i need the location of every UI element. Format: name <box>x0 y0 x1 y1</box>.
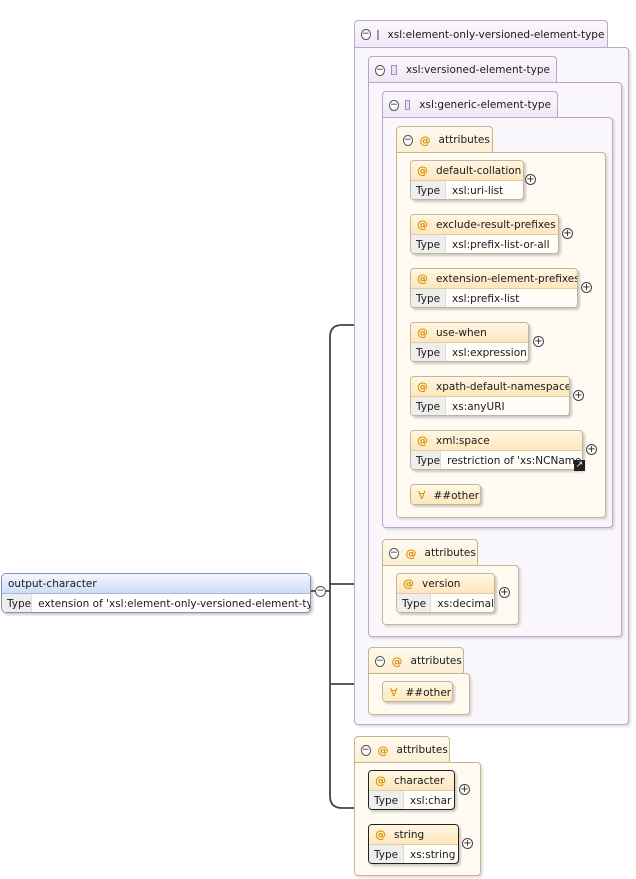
plus-circle-icon[interactable]: + <box>581 282 592 293</box>
attribute-type: xs:decimal <box>437 597 494 610</box>
group-outer-name: xsl:element-only-versioned-element-type <box>387 28 605 41</box>
main-element-box[interactable]: output-character Type extension of 'xsl:e… <box>1 573 311 613</box>
attribute-name: character <box>394 774 445 787</box>
attribute-type: xsl:prefix-list <box>452 292 520 305</box>
any-attribute-label: ##other <box>405 686 452 699</box>
group-generic-name: xsl:generic-element-type <box>419 99 551 111</box>
attribute-box[interactable]: @ xpath-default-namespace Type xs:anyURI <box>410 376 570 416</box>
attribute-name: default-collation <box>436 164 522 177</box>
arrow-link-icon[interactable]: ↗ <box>574 460 585 471</box>
type-label: Type <box>411 289 446 307</box>
minus-circle-icon[interactable]: − <box>361 29 371 40</box>
at-sign-icon: @ <box>375 774 386 787</box>
wildcard-icon: ∀ <box>418 489 426 502</box>
type-label: Type <box>411 397 446 415</box>
plus-circle-icon[interactable]: + <box>525 174 536 185</box>
group-versioned-tab[interactable]: − xsl:versioned-element-type <box>368 56 557 83</box>
plus-circle-icon[interactable]: + <box>462 838 473 849</box>
attribute-box[interactable]: @ xml:space Type restriction of 'xs:NCName… <box>410 430 583 470</box>
type-label: Type <box>411 181 446 199</box>
group-outer-tab[interactable]: − xsl:element-only-versioned-element-typ… <box>354 20 608 48</box>
square-icon <box>390 65 397 75</box>
attributes-label: attributes <box>410 655 462 667</box>
attributes-group-outer-tab[interactable]: − @ attributes <box>368 647 464 674</box>
at-sign-icon: @ <box>375 828 386 841</box>
any-attribute-box[interactable]: ∀ ##other <box>410 484 481 505</box>
attributes-label: attributes <box>424 547 476 559</box>
type-label: Type <box>411 235 446 253</box>
any-attribute-box[interactable]: ∀ ##other <box>382 681 453 702</box>
attribute-name: xpath-default-namespace <box>436 380 570 393</box>
type-label: Type <box>2 594 33 612</box>
attribute-type: xs:string <box>410 848 456 861</box>
minus-circle-icon[interactable]: − <box>389 547 399 559</box>
square-icon <box>404 100 411 110</box>
minus-circle-icon[interactable]: − <box>375 64 385 76</box>
at-sign-icon: @ <box>403 577 414 590</box>
type-label: Type <box>369 845 404 863</box>
at-sign-icon: @ <box>417 434 428 447</box>
attribute-box[interactable]: @ default-collation Type xsl:uri-list <box>410 160 524 200</box>
type-label: Type <box>397 594 432 612</box>
attributes-label: attributes <box>396 744 448 756</box>
attribute-name: use-when <box>436 326 487 339</box>
wildcard-icon: ∀ <box>390 686 398 699</box>
attribute-name: exclude-result-prefixes <box>436 218 556 231</box>
attributes-group-own-tab[interactable]: − @ attributes <box>354 736 450 763</box>
plus-circle-icon[interactable]: + <box>562 228 573 239</box>
attribute-box[interactable]: @ version Type xs:decimal <box>396 573 495 613</box>
square-icon <box>376 29 379 40</box>
attributes-group-versioned-tab[interactable]: − @ attributes <box>382 539 478 566</box>
at-sign-icon: @ <box>405 546 417 560</box>
minus-circle-icon[interactable]: − <box>403 134 413 146</box>
attribute-box[interactable]: @ use-when Type xsl:expression <box>410 322 529 362</box>
plus-circle-icon[interactable]: + <box>586 444 597 455</box>
any-attribute-label: ##other <box>433 489 480 502</box>
type-label: Type <box>411 343 446 361</box>
minus-circle-icon[interactable]: − <box>315 586 326 597</box>
plus-circle-icon[interactable]: + <box>533 336 544 347</box>
minus-circle-icon[interactable]: − <box>389 99 399 111</box>
attribute-name: version <box>422 577 461 590</box>
at-sign-icon: @ <box>417 272 428 285</box>
attribute-type: xsl:prefix-list-or-all <box>452 238 550 251</box>
element-type: extension of 'xsl:element-only-versioned… <box>38 597 311 610</box>
group-versioned-name: xsl:versioned-element-type <box>405 64 550 76</box>
attributes-group-generic-tab[interactable]: − @ attributes <box>396 126 493 153</box>
attribute-box[interactable]: @ string Type xs:string <box>368 824 459 864</box>
type-label: Type <box>369 791 404 809</box>
plus-circle-icon[interactable]: + <box>573 390 584 401</box>
plus-circle-icon[interactable]: + <box>499 587 510 598</box>
attribute-box[interactable]: @ character Type xsl:char <box>368 770 455 810</box>
type-label: Type <box>411 451 442 469</box>
at-sign-icon: @ <box>391 654 403 668</box>
attribute-box[interactable]: @ extension-element-prefixes Type xsl:pref… <box>410 268 578 308</box>
attribute-type: xsl:uri-list <box>452 184 504 197</box>
attribute-type: restriction of 'xs:NCName' <box>447 454 583 467</box>
group-generic-tab[interactable]: − xsl:generic-element-type <box>382 91 558 118</box>
at-sign-icon: @ <box>417 164 428 177</box>
at-sign-icon: @ <box>417 218 428 231</box>
at-sign-icon: @ <box>417 326 428 339</box>
attribute-name: extension-element-prefixes <box>436 272 578 285</box>
attribute-box[interactable]: @ exclude-result-prefixes Type xsl:prefix-… <box>410 214 559 254</box>
attribute-type: xs:anyURI <box>452 400 505 413</box>
at-sign-icon: @ <box>419 133 431 147</box>
plus-circle-icon[interactable]: + <box>459 784 470 795</box>
at-sign-icon: @ <box>417 380 428 393</box>
at-sign-icon: @ <box>377 743 389 757</box>
attribute-name: string <box>394 828 425 841</box>
element-name: output-character <box>8 577 97 590</box>
attribute-type: xsl:expression <box>452 346 527 359</box>
attribute-type: xsl:char <box>410 794 452 807</box>
attributes-label: attributes <box>438 134 490 146</box>
minus-circle-icon[interactable]: − <box>361 744 371 756</box>
minus-circle-icon[interactable]: − <box>375 655 385 667</box>
attribute-name: xml:space <box>436 434 490 447</box>
